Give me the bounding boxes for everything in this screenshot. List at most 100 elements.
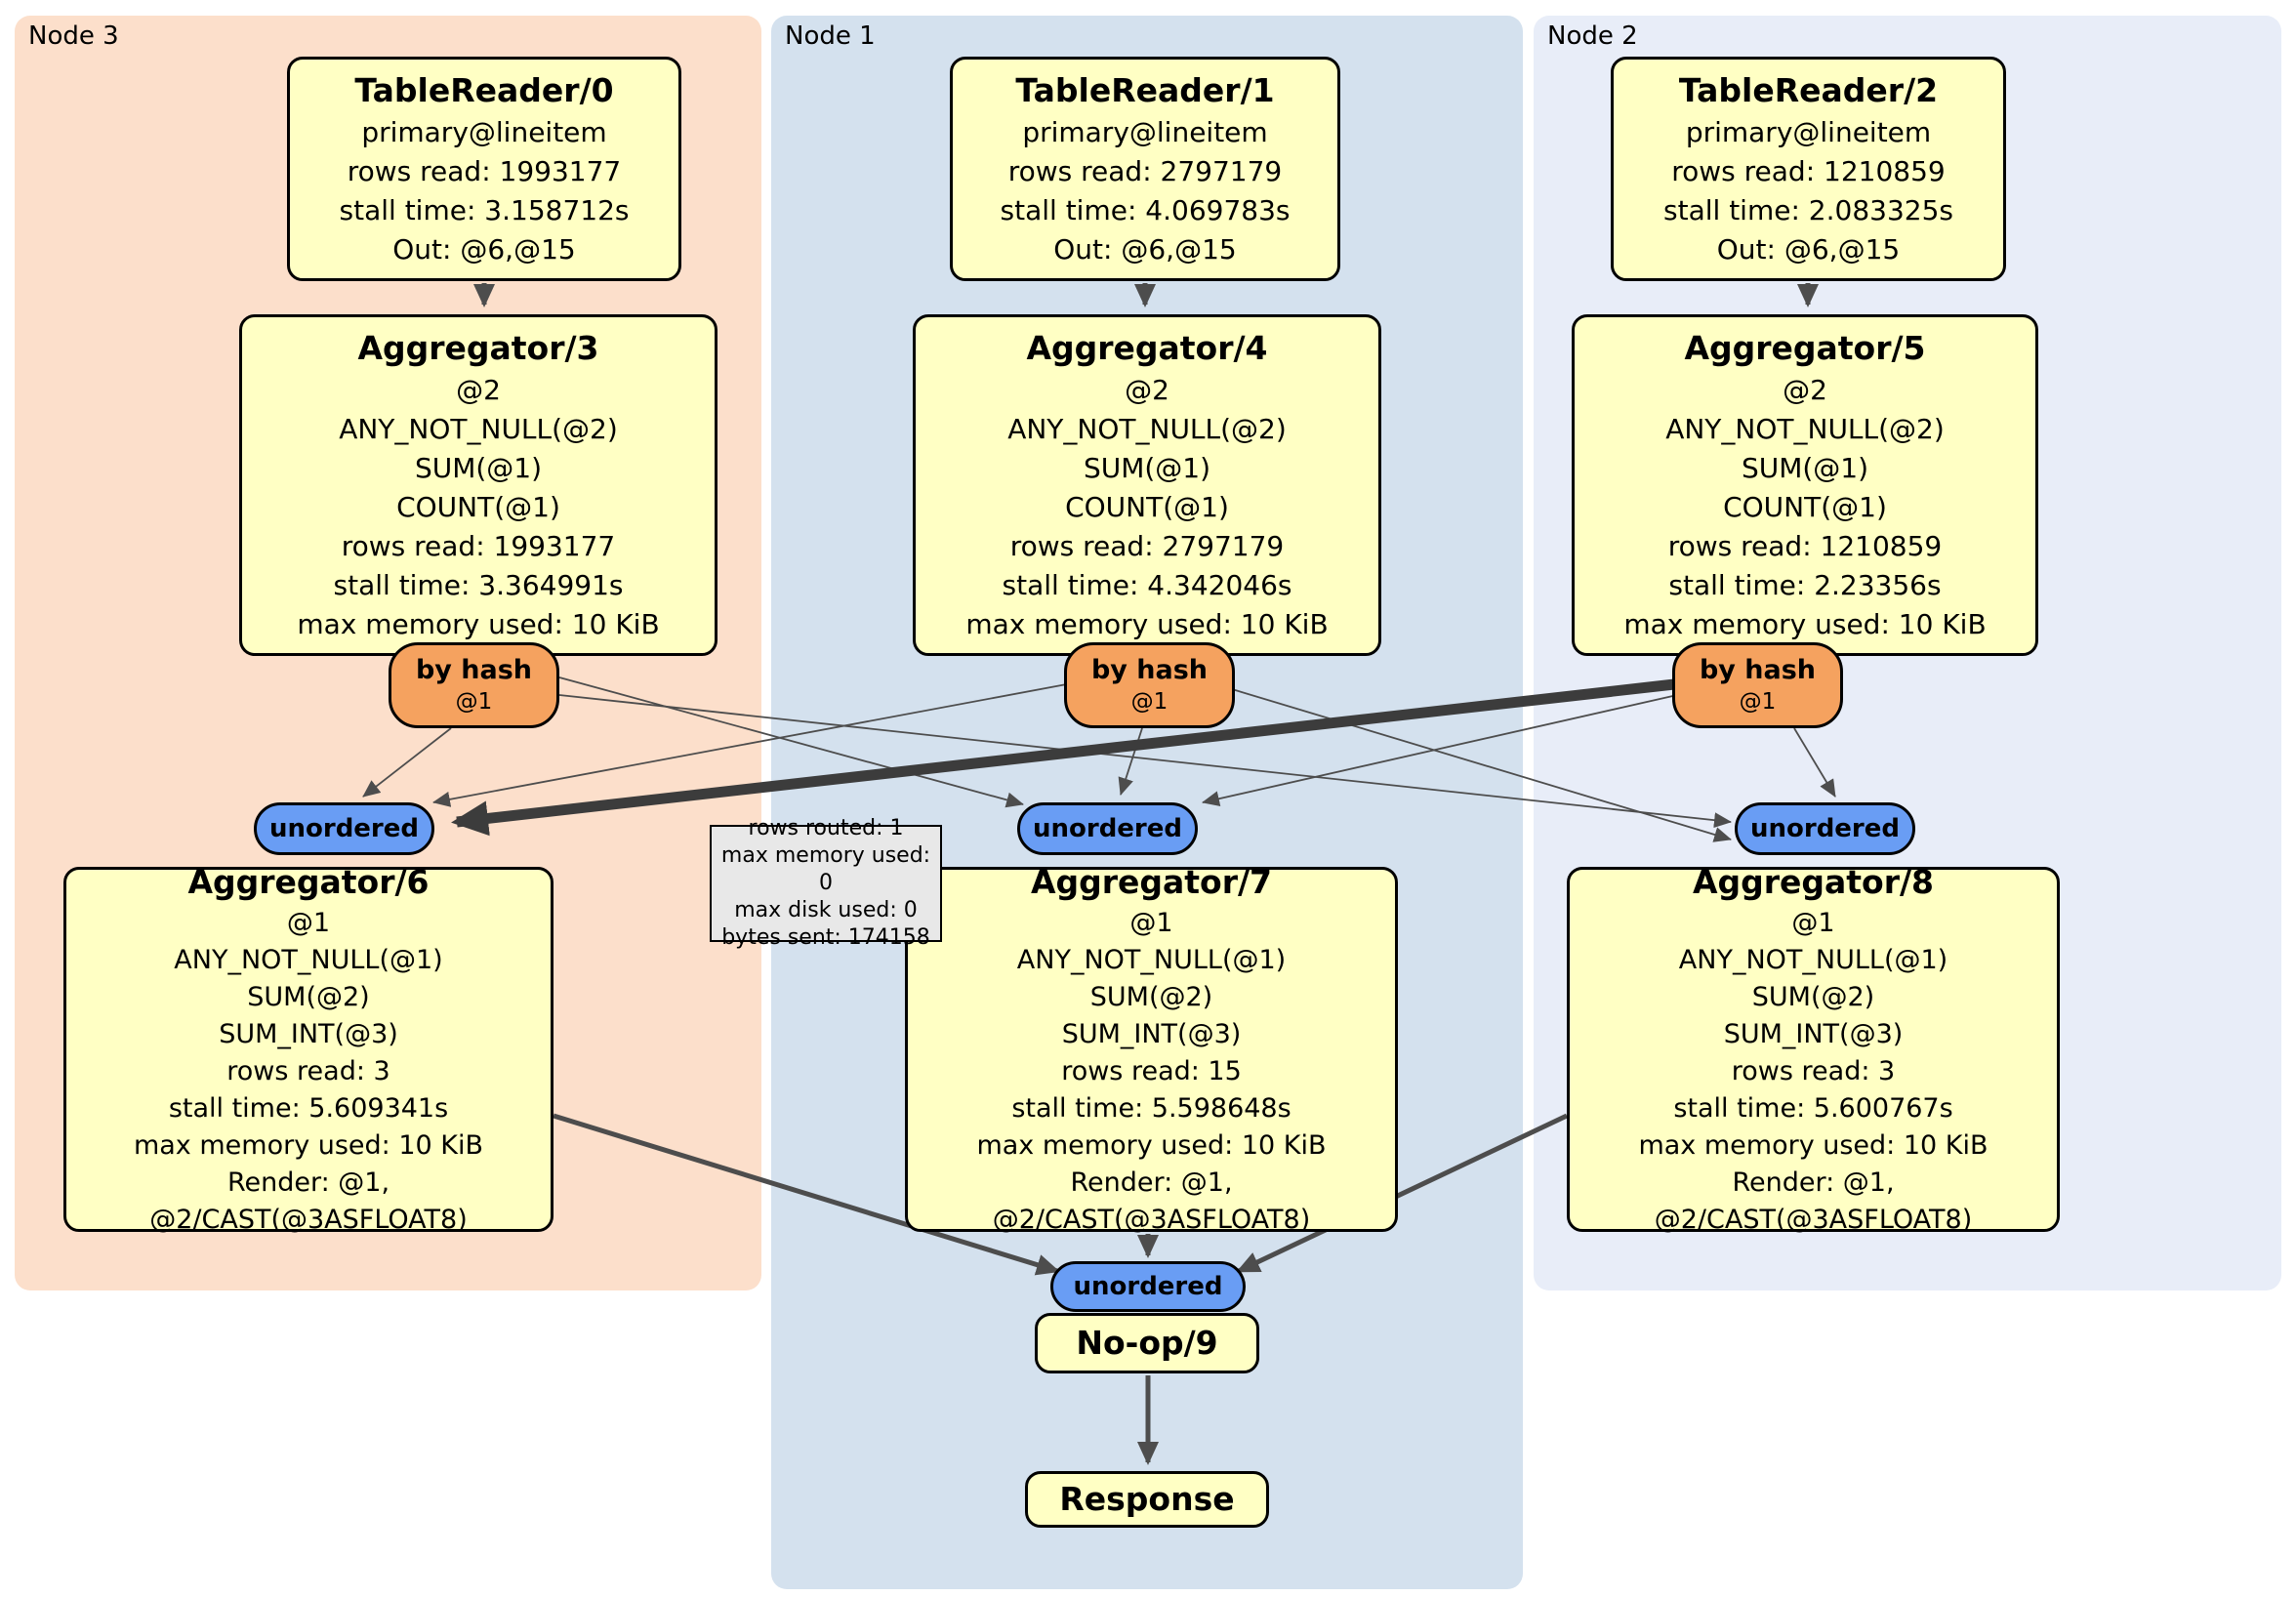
processor-line: rows read: 3 xyxy=(1731,1056,1896,1086)
processor-line: @1 xyxy=(1791,908,1835,938)
processor-line: max memory used: 10 KiB xyxy=(976,1130,1327,1161)
router-by-hash-node1: by hash @1 xyxy=(1064,642,1235,728)
processor-aggregator-7: Aggregator/7 @1 ANY_NOT_NULL(@1) SUM(@2)… xyxy=(905,863,1398,1235)
processor-line: max memory used: 10 KiB xyxy=(1623,608,1987,640)
processor-aggregator-6: Aggregator/6 @1 ANY_NOT_NULL(@1) SUM(@2)… xyxy=(63,863,554,1235)
router-label: by hash xyxy=(1090,655,1209,685)
processor-line: COUNT(@1) xyxy=(1065,491,1229,523)
processor-line: COUNT(@1) xyxy=(396,491,560,523)
router-label: by hash xyxy=(415,655,533,685)
sync-label: unordered xyxy=(1032,814,1183,843)
processor-line: stall time: 5.598648s xyxy=(1011,1093,1292,1124)
processor-line: SUM(@2) xyxy=(1751,982,1875,1012)
processor-line: SUM(@1) xyxy=(414,452,543,484)
processor-line: @1 xyxy=(286,908,331,938)
sync-unordered-node2: unordered xyxy=(1735,802,1915,855)
processor-response: Response xyxy=(1025,1471,1269,1528)
processor-title: Aggregator/3 xyxy=(357,329,599,367)
processor-line: Render: @1, @2/CAST(@3ASFLOAT8) xyxy=(992,1167,1311,1235)
processor-aggregator-5: Aggregator/5 @2 ANY_NOT_NULL(@2) SUM(@1)… xyxy=(1572,314,2038,656)
processor-line: SUM(@1) xyxy=(1083,452,1211,484)
sync-unordered-final: unordered xyxy=(1050,1261,1246,1312)
processor-line: @2 xyxy=(1783,374,1827,406)
processor-title: Aggregator/6 xyxy=(187,863,430,901)
processor-line: rows read: 1210859 xyxy=(1667,530,1943,562)
router-by-hash-node3: by hash @1 xyxy=(389,642,559,728)
sync-unordered-node3: unordered xyxy=(254,802,434,855)
router-key: @1 xyxy=(1130,689,1168,715)
processor-line: stall time: 2.083325s xyxy=(1663,194,1953,226)
processor-line: primary@lineitem xyxy=(1685,116,1932,148)
processor-line: primary@lineitem xyxy=(361,116,607,148)
sync-unordered-node1: unordered xyxy=(1017,802,1198,855)
processor-line: COUNT(@1) xyxy=(1723,491,1887,523)
processor-line: rows read: 1210859 xyxy=(1671,155,1946,187)
processor-line: Out: @6,@15 xyxy=(1053,233,1237,266)
edge-byhash3-un3 xyxy=(362,727,452,798)
processor-line: SUM_INT(@3) xyxy=(1061,1019,1242,1049)
sync-label: unordered xyxy=(268,814,420,843)
processor-line: Render: @1, @2/CAST(@3ASFLOAT8) xyxy=(149,1167,468,1235)
processor-noop-9: No-op/9 xyxy=(1035,1313,1259,1373)
edge-byhash3-un4 xyxy=(558,676,1024,808)
edge-byhash5-un4 xyxy=(1202,694,1678,807)
processor-line: stall time: 4.069783s xyxy=(1000,194,1291,226)
tooltip-line: rows routed: 1 xyxy=(748,816,904,840)
processor-line: stall time: 2.23356s xyxy=(1668,569,1942,601)
processor-tablereader-1: TableReader/1 primary@lineitem rows read… xyxy=(950,57,1340,281)
edge-byhash5-un3-thick[interactable] xyxy=(451,676,1693,837)
processor-line: SUM_INT(@3) xyxy=(1723,1019,1904,1049)
processor-line: ANY_NOT_NULL(@1) xyxy=(174,945,443,975)
edge-byhash4-un3 xyxy=(432,682,1073,807)
processor-title: Aggregator/7 xyxy=(1030,863,1273,901)
edge-agg8-final-sync xyxy=(1236,1113,1569,1274)
processor-line: ANY_NOT_NULL(@1) xyxy=(1016,945,1287,975)
processor-line: rows read: 2797179 xyxy=(1007,155,1283,187)
processor-line: stall time: 5.600767s xyxy=(1673,1093,1953,1124)
processor-title: Aggregator/4 xyxy=(1026,329,1268,367)
processor-title: TableReader/2 xyxy=(1678,71,1939,109)
processor-title: Aggregator/5 xyxy=(1684,329,1926,367)
processor-line: stall time: 4.342046s xyxy=(1002,569,1292,601)
processor-line: max memory used: 10 KiB xyxy=(1638,1130,1988,1161)
node-label-1: Node 1 xyxy=(785,21,876,51)
router-key: @1 xyxy=(455,689,493,715)
processor-line: max memory used: 10 KiB xyxy=(297,608,660,640)
sync-label: unordered xyxy=(1749,814,1901,843)
edge-agg6-final-sync xyxy=(553,1113,1060,1276)
router-label: by hash xyxy=(1699,655,1817,685)
processor-line: ANY_NOT_NULL(@2) xyxy=(1665,413,1945,445)
processor-tablereader-2: TableReader/2 primary@lineitem rows read… xyxy=(1611,57,2006,281)
processor-line: SUM(@2) xyxy=(1089,982,1213,1012)
tooltip-line: bytes sent: 174158 xyxy=(721,925,930,950)
processor-line: rows read: 1993177 xyxy=(341,530,616,562)
processor-aggregator-8: Aggregator/8 @1 ANY_NOT_NULL(@1) SUM(@2)… xyxy=(1567,863,2060,1235)
sync-label: unordered xyxy=(1073,1272,1223,1301)
processor-line: rows read: 2797179 xyxy=(1009,530,1285,562)
tooltip-line: max disk used: 0 xyxy=(734,898,918,922)
processor-title: TableReader/0 xyxy=(354,71,614,109)
processor-line: Out: @6,@15 xyxy=(392,233,576,266)
processor-title: TableReader/1 xyxy=(1015,71,1275,109)
processor-title: No-op/9 xyxy=(1076,1324,1218,1362)
tooltip-line: max memory used: 0 xyxy=(720,843,931,895)
processor-line: max memory used: 10 KiB xyxy=(133,1130,484,1161)
edge-byhash4-un5 xyxy=(1231,688,1732,842)
router-by-hash-node2: by hash @1 xyxy=(1672,642,1843,728)
processor-line: @2 xyxy=(456,374,501,406)
processor-line: stall time: 5.609341s xyxy=(168,1093,449,1124)
processor-title: Response xyxy=(1059,1480,1235,1518)
processor-line: Render: @1, @2/CAST(@3ASFLOAT8) xyxy=(1654,1167,1973,1235)
edge-byhash4-un4 xyxy=(1118,727,1143,796)
processor-line: @2 xyxy=(1125,374,1169,406)
processor-line: rows read: 15 xyxy=(1061,1056,1242,1086)
processor-line: stall time: 3.364991s xyxy=(333,569,624,601)
processor-line: rows read: 1993177 xyxy=(347,155,622,187)
processor-line: @1 xyxy=(1129,908,1173,938)
processor-line: SUM(@2) xyxy=(247,982,370,1012)
edge-byhash3-un5 xyxy=(558,694,1732,829)
processor-line: SUM_INT(@3) xyxy=(219,1019,398,1049)
processor-line: primary@lineitem xyxy=(1022,116,1268,148)
